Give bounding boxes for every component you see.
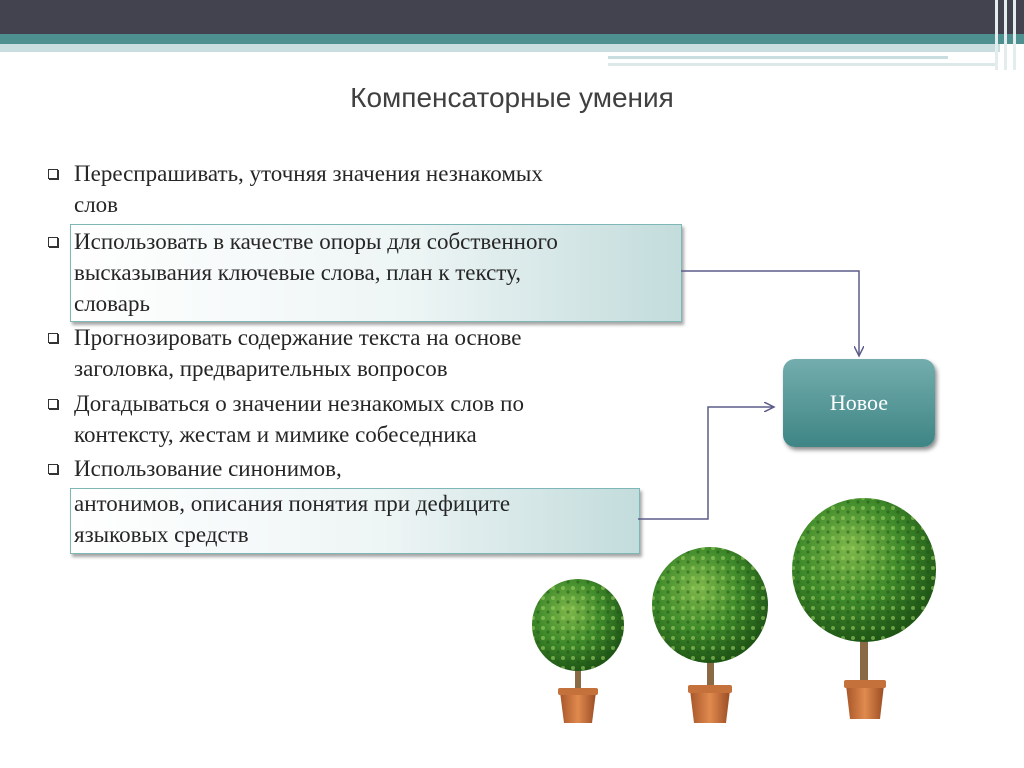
list-item-line: высказывания ключевые слова, план к текс… <box>74 260 522 285</box>
list-item-line: Использование синонимов, <box>74 456 342 481</box>
list-item-line: антонимов, описания понятия при дефиците <box>74 491 511 516</box>
list-item-line: заголовка, предварительных вопросов <box>74 356 448 381</box>
header-light-band <box>0 44 1000 52</box>
header-teal-band <box>0 34 1024 44</box>
connector-arrow <box>681 270 859 356</box>
list-item: Догадываться о значении незнакомых слов … <box>74 388 524 450</box>
list-item: Переспрашивать, уточняя значения незнако… <box>74 158 543 220</box>
bullet-marker <box>48 237 58 247</box>
highlight-box <box>70 224 682 322</box>
list-item-line: Переспрашивать, уточняя значения незнако… <box>74 161 543 186</box>
bullet-marker <box>48 333 58 343</box>
highlight-box <box>70 488 640 554</box>
slide-title: Компенсаторные умения <box>350 82 674 113</box>
new-box: Новое <box>783 359 935 447</box>
topiary-trees-icon <box>532 498 936 723</box>
list-item: Использовать в качестве опоры для собств… <box>74 226 558 319</box>
list-item: антонимов, описания понятия при дефиците… <box>74 488 510 550</box>
bullet-marker <box>48 169 58 179</box>
header-accent-line <box>608 56 948 59</box>
list-item-line: языковых средств <box>74 522 249 547</box>
list-item: Использование синонимов, <box>74 453 342 484</box>
header-stripe <box>1013 0 1016 70</box>
header-accent-line <box>608 63 998 66</box>
list-item: Прогнозировать содержание текста на осно… <box>74 322 522 384</box>
bullet-marker <box>48 464 58 474</box>
list-item-line: Прогнозировать содержание текста на осно… <box>74 325 522 350</box>
list-item-line: Использовать в качестве опоры для собств… <box>74 229 558 254</box>
new-box-label: Новое <box>829 390 889 415</box>
header-dark-band <box>0 0 1024 34</box>
list-item-line: Догадываться о значении незнакомых слов … <box>74 391 524 416</box>
list-item-line: слов <box>74 192 119 217</box>
bullet-marker <box>48 399 58 409</box>
list-item-line: контексту, жестам и мимике собеседника <box>74 422 477 447</box>
connector-arrow <box>638 407 774 520</box>
header-stripe <box>1004 0 1007 70</box>
list-item-line: словарь <box>74 291 150 316</box>
header-stripe <box>995 0 998 70</box>
